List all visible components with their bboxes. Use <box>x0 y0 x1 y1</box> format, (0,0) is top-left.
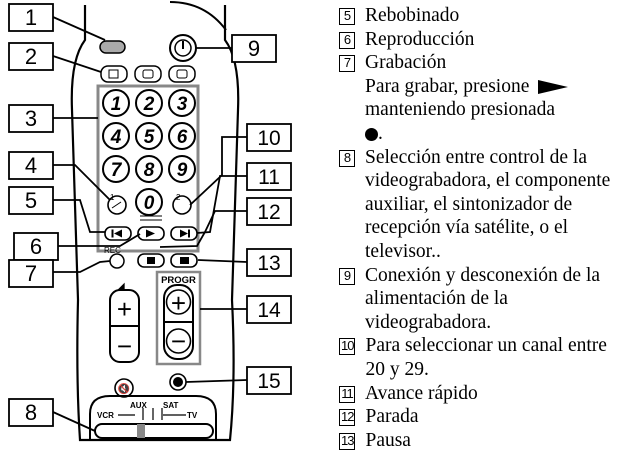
callout-box-9: 9 <box>231 34 277 63</box>
svg-text:14: 14 <box>257 299 281 322</box>
svg-text:−: − <box>117 331 132 361</box>
two-dash-button[interactable]: 2 <box>172 193 192 215</box>
callout-box-15: 15 <box>246 366 292 395</box>
callout-box-7: 7 <box>8 259 54 288</box>
svg-text:5: 5 <box>144 127 155 148</box>
list-item-6: 6 Reproducción <box>339 28 629 52</box>
list-item-11: 11 Avance rápido <box>339 382 629 406</box>
volume-rocker[interactable]: ◢ + − <box>109 281 140 363</box>
callout-box-10: 10 <box>246 123 292 152</box>
digit-8-button[interactable]: 8 <box>135 155 163 183</box>
svg-text:+: + <box>171 288 186 318</box>
number-pad-frame <box>96 84 200 253</box>
svg-text:6: 6 <box>177 127 188 148</box>
svg-text:TV: TV <box>187 411 198 420</box>
remote-control-diagram: 1 2 3 4 5 6 7 8 9 0 1 2 <box>8 1 292 442</box>
callout-box-1: 1 <box>8 3 54 32</box>
svg-text:5: 5 <box>25 188 37 213</box>
svg-text:2: 2 <box>25 44 37 69</box>
list-item-5: 5 Rebobinado <box>339 4 629 28</box>
callout-box-8: 8 <box>8 398 54 427</box>
svg-text:1: 1 <box>111 94 122 115</box>
svg-text:1: 1 <box>25 5 37 30</box>
svg-text:10: 10 <box>257 127 280 150</box>
callout-box-5: 5 <box>8 186 54 215</box>
svg-text:−: − <box>171 326 186 356</box>
description-list: 5 Rebobinado 6 Reproducción 7 Grabación … <box>339 4 629 452</box>
callout-box-2: 2 <box>8 42 54 71</box>
svg-text:9: 9 <box>177 160 188 181</box>
list-item-7: 7 Grabación Para grabar, presione manten… <box>339 51 629 145</box>
svg-text:+: + <box>117 294 132 324</box>
power-button[interactable] <box>169 34 197 62</box>
callout-box-6: 6 <box>13 232 59 261</box>
callout-box-12: 12 <box>246 197 292 226</box>
svg-text:7: 7 <box>111 160 123 181</box>
svg-text:2: 2 <box>176 193 181 202</box>
pause-button[interactable] <box>170 253 198 268</box>
play-button[interactable] <box>137 226 165 241</box>
svg-text:VCR: VCR <box>97 411 114 420</box>
svg-text:12: 12 <box>257 201 280 224</box>
digit-4-button[interactable]: 4 <box>102 122 130 150</box>
callout-box-3: 3 <box>8 104 54 133</box>
stop-button[interactable] <box>137 253 165 268</box>
list-item-12: 12 Parada <box>339 406 419 428</box>
callout-box-13: 13 <box>246 248 292 277</box>
one-dash-button[interactable]: 1 <box>107 193 127 215</box>
digit-7-button[interactable]: 7 <box>102 155 130 183</box>
record-dot-icon <box>365 128 378 141</box>
svg-text:◢: ◢ <box>117 281 125 292</box>
play-arrow-icon <box>538 80 569 95</box>
svg-text:9: 9 <box>248 36 260 61</box>
callout-box-11: 11 <box>246 162 292 191</box>
mode-selector-switch[interactable]: AUX SAT VCR TV <box>89 395 217 441</box>
svg-text:11: 11 <box>258 166 280 189</box>
svg-text:3: 3 <box>177 94 188 115</box>
svg-text:4: 4 <box>110 127 122 148</box>
digit-6-button[interactable]: 6 <box>168 122 196 150</box>
list-item-13: 13 Pausa <box>339 429 411 451</box>
svg-text:13: 13 <box>257 252 280 275</box>
digit-1-button[interactable]: 1 <box>102 89 130 117</box>
record-button[interactable] <box>109 253 125 269</box>
digit-9-button[interactable]: 9 <box>168 155 196 183</box>
list-item-10: 10 Para seleccionar un canal entre 20 y … <box>339 335 607 380</box>
list-item-8: 8 Selección entre control de la videogra… <box>339 146 629 264</box>
digit-3-button[interactable]: 3 <box>168 89 196 117</box>
callout-box-4: 4 <box>8 151 54 180</box>
rewind-button[interactable] <box>104 226 132 241</box>
svg-text:4: 4 <box>25 153 37 178</box>
mute-button[interactable]: 🔇 <box>114 378 134 398</box>
svg-text:REC: REC <box>104 246 121 255</box>
svg-text:0: 0 <box>144 193 155 214</box>
progr-rocker[interactable]: + − <box>163 284 194 360</box>
mode-button-row[interactable] <box>100 65 196 83</box>
svg-text:3: 3 <box>25 106 37 131</box>
list-item-9: 9 Conexión y desconexión de la alimentac… <box>339 264 629 335</box>
fast-forward-button[interactable] <box>170 226 198 241</box>
button-15[interactable] <box>169 373 187 391</box>
digit-0-button[interactable]: 0 <box>135 188 163 216</box>
callout-leader-lines <box>52 16 248 432</box>
progr-frame <box>155 270 202 366</box>
top-oval-button[interactable] <box>99 40 126 54</box>
svg-text:15: 15 <box>257 370 280 393</box>
svg-text:6: 6 <box>30 234 42 259</box>
digit-5-button[interactable]: 5 <box>135 122 163 150</box>
digit-2-button[interactable]: 2 <box>135 89 163 117</box>
svg-text:2: 2 <box>143 94 155 115</box>
svg-text:1: 1 <box>110 193 115 202</box>
svg-text:8: 8 <box>25 400 37 425</box>
svg-text:AUX: AUX <box>130 401 148 410</box>
svg-text:7: 7 <box>25 261 37 286</box>
svg-text:🔇: 🔇 <box>118 382 130 395</box>
callout-box-14: 14 <box>246 295 292 324</box>
svg-text:PROGR: PROGR <box>161 275 196 286</box>
svg-text:8: 8 <box>144 160 155 181</box>
svg-text:SAT: SAT <box>163 401 179 410</box>
